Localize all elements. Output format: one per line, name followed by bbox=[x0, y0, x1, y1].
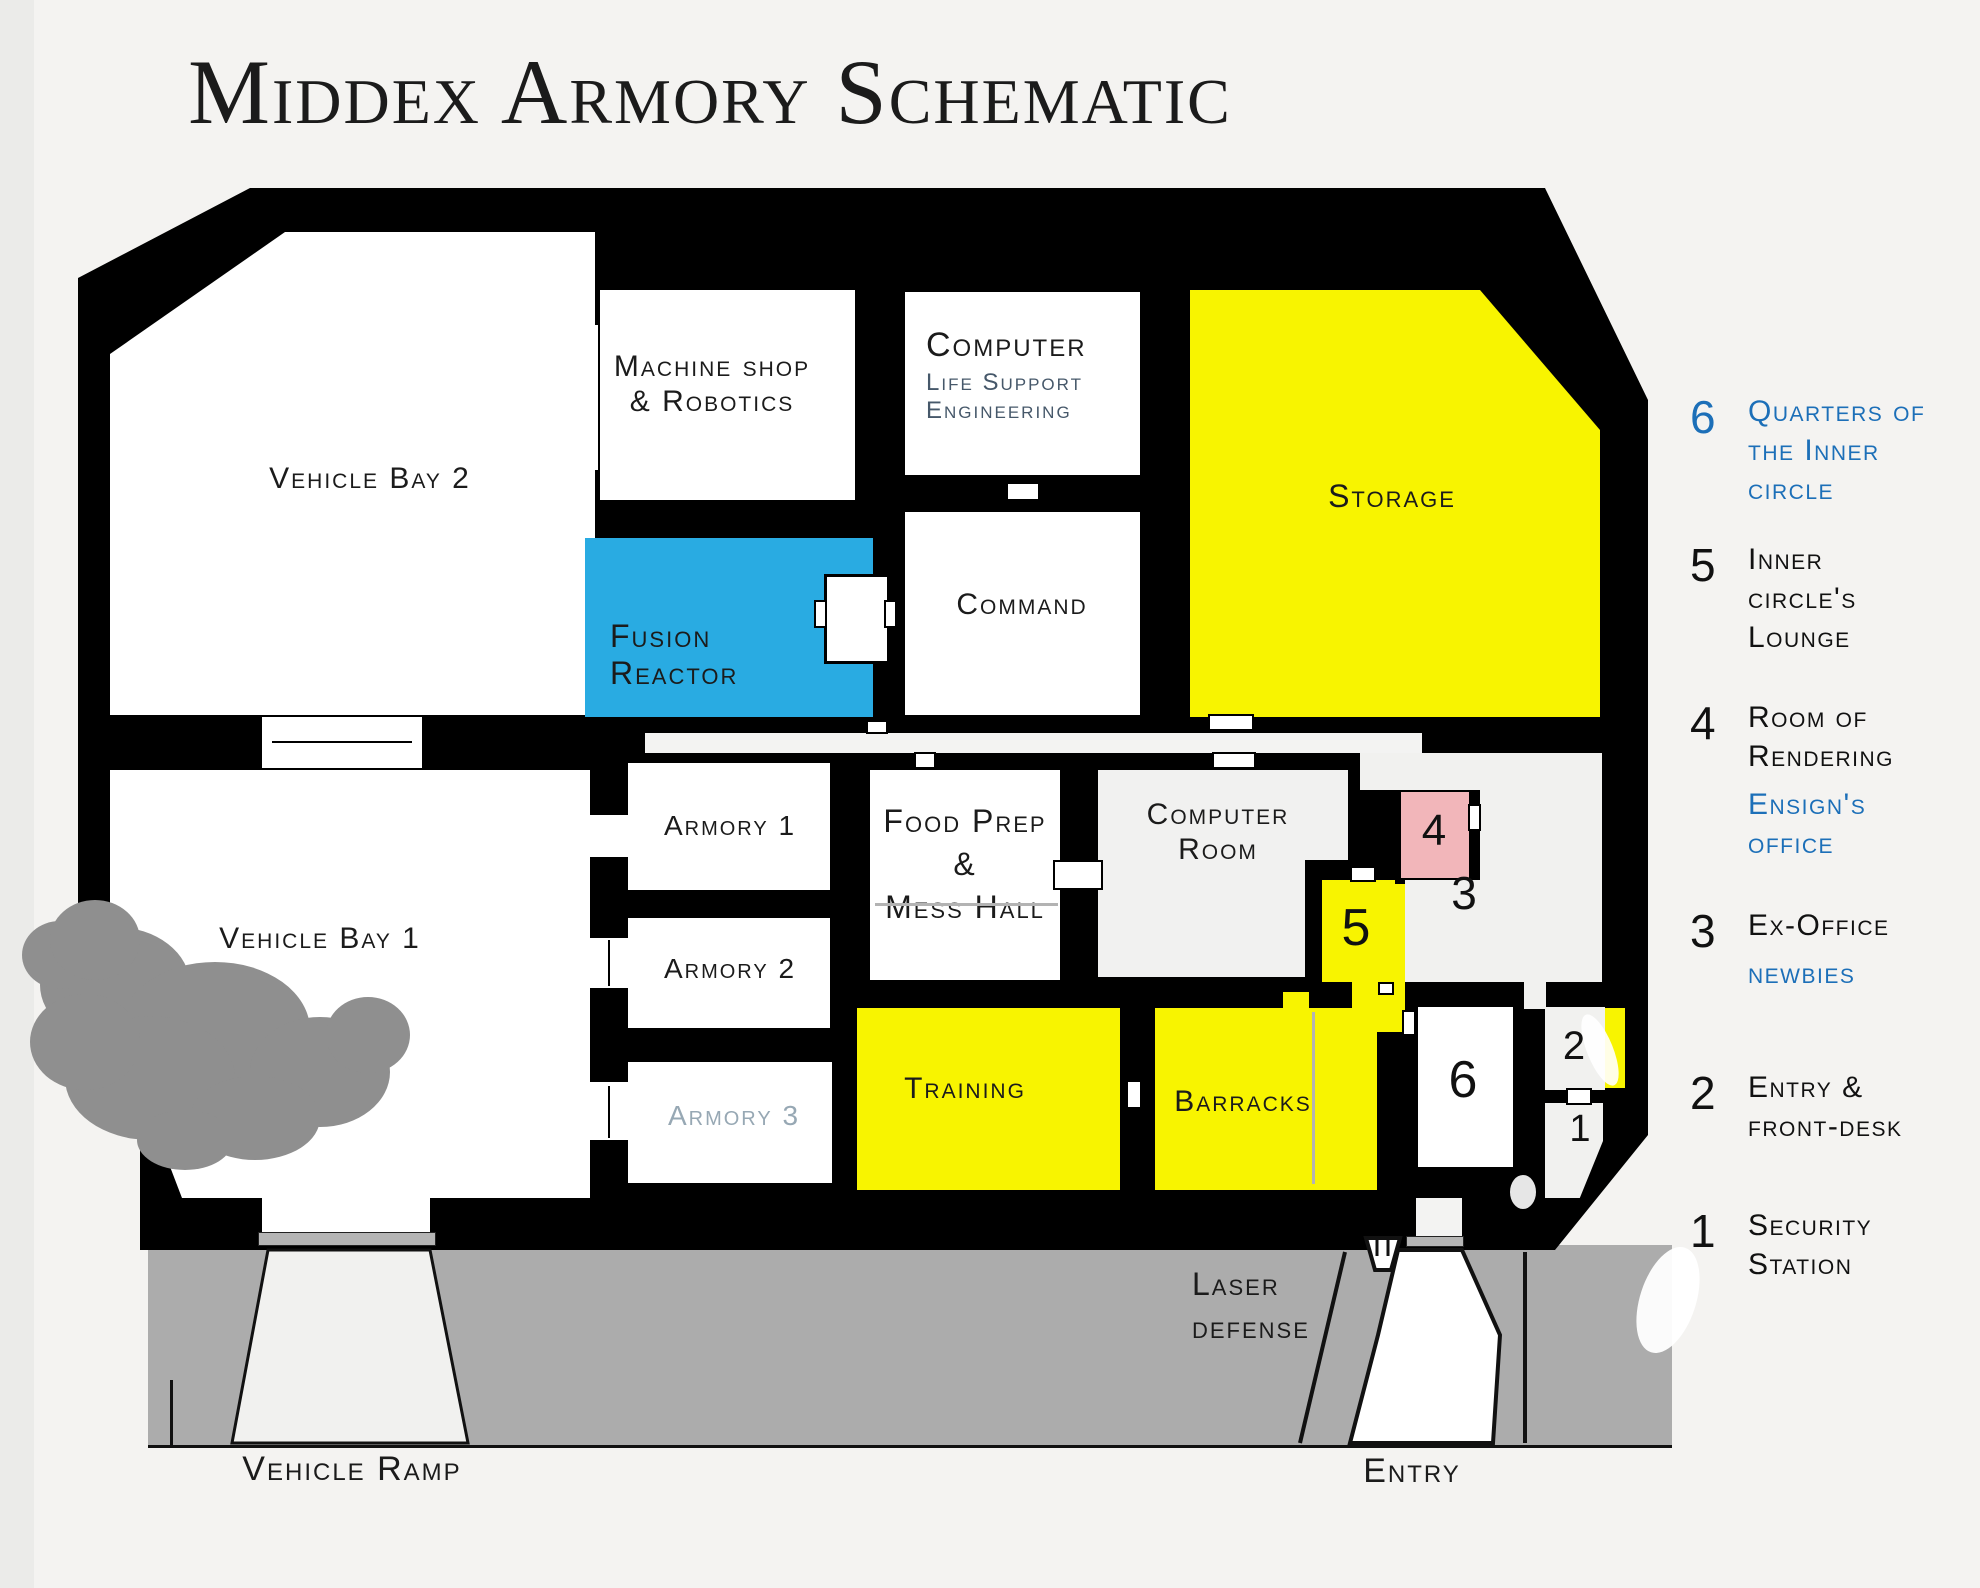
door-room4-hall3 bbox=[1468, 804, 1481, 831]
entry-funnel bbox=[1347, 1248, 1503, 1445]
door-lse-command bbox=[1006, 482, 1040, 501]
white-wisps bbox=[1510, 1014, 1700, 1354]
tree-blob bbox=[22, 900, 410, 1170]
room-training bbox=[857, 1008, 1120, 1190]
door-corridor-food-prep bbox=[914, 752, 936, 769]
number-room-4: 4 bbox=[1421, 806, 1447, 855]
legend-item-4: 4 Room of Rendering Ensign's office bbox=[1690, 697, 1895, 860]
legend-item-1: 1 Security Station bbox=[1690, 1205, 1873, 1281]
label-entry: Entry bbox=[1363, 1452, 1461, 1490]
label-vehicle-bay-2: Vehicle Bay 2 bbox=[269, 462, 471, 495]
label-machine-shop: Machine shop & Robotics bbox=[613, 350, 811, 418]
vehicle-bay-garage-door bbox=[258, 1232, 436, 1246]
door-vestibule-command bbox=[884, 600, 897, 628]
label-food-prep: Food Prep & Mess Hall bbox=[883, 803, 1047, 926]
door-room5-top bbox=[1350, 866, 1376, 882]
room-command bbox=[905, 512, 1140, 715]
entry-gate-bar bbox=[1406, 1236, 1464, 1247]
label-armory-1: Armory 1 bbox=[663, 810, 797, 841]
page-title: Middex Armory Schematic bbox=[188, 41, 1232, 143]
thinwall-vb2-vb1 bbox=[272, 741, 412, 743]
room-armory-2 bbox=[628, 918, 830, 1028]
door-vestibule-corridor bbox=[866, 720, 888, 734]
door-room5-room6 bbox=[1402, 1010, 1416, 1036]
label-command: Command bbox=[956, 588, 1088, 621]
barracks-door-notch bbox=[1283, 992, 1309, 1010]
legend-item-3: 3 Ex-Office newbies bbox=[1690, 905, 1890, 990]
door-fusion-vestibule bbox=[814, 600, 827, 628]
mess-hall-line bbox=[875, 903, 1058, 906]
label-training: Training bbox=[904, 1072, 1026, 1105]
hall-3-right bbox=[1480, 790, 1602, 982]
legend-item-2: 2 Entry & front-desk bbox=[1690, 1067, 1903, 1143]
door-barracks-hall bbox=[1378, 982, 1394, 995]
number-area-2: 2 bbox=[1562, 1024, 1586, 1068]
label-vehicle-bay-1: Vehicle Bay 1 bbox=[219, 922, 421, 955]
door-corridor-computer-room bbox=[1212, 752, 1256, 769]
room-vehicle-bay-2 bbox=[110, 232, 595, 715]
vehicle-ramp-shape bbox=[230, 1248, 470, 1445]
gap-armory2-door bbox=[590, 938, 630, 988]
room-6-quarters bbox=[1418, 1007, 1513, 1167]
legend-item-5: 5 Inner circle's Lounge bbox=[1690, 539, 1857, 654]
apron-edge-line bbox=[170, 1380, 173, 1445]
number-hall-3: 3 bbox=[1451, 867, 1477, 919]
gap-armory1-door bbox=[590, 815, 630, 857]
entry-wall-opening bbox=[1416, 1198, 1462, 1238]
number-room-5: 5 bbox=[1341, 899, 1371, 957]
hall-3-center bbox=[1405, 880, 1481, 982]
room-storage bbox=[1190, 290, 1600, 717]
hall-3-strip-top bbox=[1360, 753, 1602, 790]
label-computer-room: Computer Room bbox=[1146, 798, 1290, 866]
entry-flank-line-left bbox=[1298, 1251, 1347, 1444]
thinwall-armory3-door bbox=[608, 1086, 610, 1138]
passage-food-computer bbox=[1053, 860, 1103, 890]
label-barracks: Barracks bbox=[1174, 1085, 1312, 1118]
room-barracks bbox=[1155, 1008, 1377, 1190]
thinwall-armory2-door bbox=[608, 940, 610, 986]
door-storage-corridor bbox=[1208, 714, 1254, 731]
number-area-1: 1 bbox=[1569, 1108, 1591, 1150]
hall-3-passage bbox=[1524, 982, 1546, 1009]
room-machine-shop bbox=[600, 290, 855, 500]
label-fusion-reactor: Fusion Reactor bbox=[610, 618, 739, 691]
room-armory-3 bbox=[628, 1062, 832, 1183]
thinwall-vb2-machineshop bbox=[598, 325, 600, 470]
barracks-line bbox=[1312, 1012, 1315, 1184]
vehicle-bay-door-opening bbox=[262, 1198, 430, 1234]
main-corridor bbox=[645, 733, 1422, 753]
label-storage: Storage bbox=[1328, 478, 1456, 514]
door-frontdesk-security bbox=[1566, 1088, 1592, 1105]
door-training-barracks bbox=[1126, 1080, 1142, 1109]
page-edge-strip bbox=[0, 0, 34, 1588]
number-room-6: 6 bbox=[1448, 1051, 1478, 1109]
room-computer-life-support bbox=[905, 292, 1140, 475]
label-laser-defense: Laser defense bbox=[1192, 1266, 1310, 1345]
label-armory-2: Armory 2 bbox=[663, 953, 797, 984]
legend-item-6: 6 Quarters of the Inner circle bbox=[1690, 391, 1926, 506]
gap-armory3-door bbox=[590, 1082, 630, 1140]
label-computer-lse: Computer Life Support Engineering bbox=[926, 326, 1087, 424]
label-vehicle-ramp: Vehicle Ramp bbox=[242, 1450, 462, 1488]
room-armory-1 bbox=[628, 763, 830, 890]
label-armory-3: Armory 3 bbox=[667, 1100, 801, 1131]
room-food-prep bbox=[870, 770, 1060, 980]
gap-vb2-machineshop bbox=[578, 325, 622, 470]
laser-turret-icon bbox=[1363, 1236, 1403, 1272]
